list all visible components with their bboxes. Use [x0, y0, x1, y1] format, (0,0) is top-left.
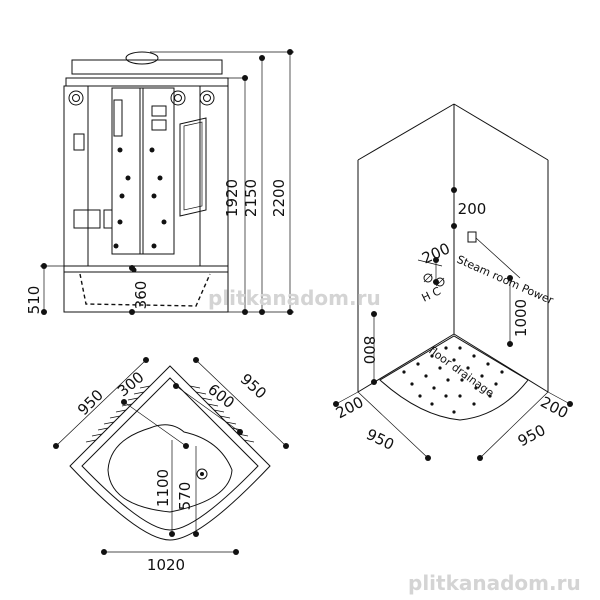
dim-600: 600 — [204, 380, 238, 412]
hot-cold-label: H C — [420, 284, 443, 304]
dim-2200: 2200 — [270, 179, 288, 217]
plan-view: 950 300 600 950 1100 570 1020 — [53, 357, 289, 574]
dim-510: 510 — [25, 286, 43, 315]
dim-950-left: 950 — [74, 386, 107, 419]
iso-view: 200 200 1000 800 200 200 950 950 Steam r… — [333, 103, 573, 461]
dim-2150: 2150 — [242, 179, 260, 217]
dim-1020: 1020 — [147, 556, 185, 574]
dim-360: 360 — [132, 281, 150, 310]
front-view: 1920 2150 2200 510 360 — [25, 49, 294, 315]
dim-950-right: 950 — [237, 370, 270, 403]
dim-1100: 1100 — [154, 469, 172, 507]
dim-300: 300 — [114, 368, 148, 400]
dim-200-right: 200 — [537, 393, 571, 422]
dim-800: 800 — [360, 336, 378, 365]
watermark-center: plitkanadom.ru — [208, 286, 381, 310]
dim-1920: 1920 — [223, 179, 241, 217]
dim-200-socket: 200 — [458, 200, 487, 218]
dim-950-base-left: 950 — [363, 425, 397, 454]
watermark-bottom: plitkanadom.ru — [408, 571, 581, 595]
dim-1000: 1000 — [512, 299, 530, 337]
dim-200-left: 200 — [333, 393, 367, 422]
dim-950-base-right: 950 — [515, 421, 549, 450]
dim-570: 570 — [176, 482, 194, 511]
steam-room-power-label: Steam room Power — [455, 253, 556, 307]
floor-drainage-label: floor drainage — [426, 344, 496, 400]
dim-200-valve: 200 — [419, 239, 452, 267]
